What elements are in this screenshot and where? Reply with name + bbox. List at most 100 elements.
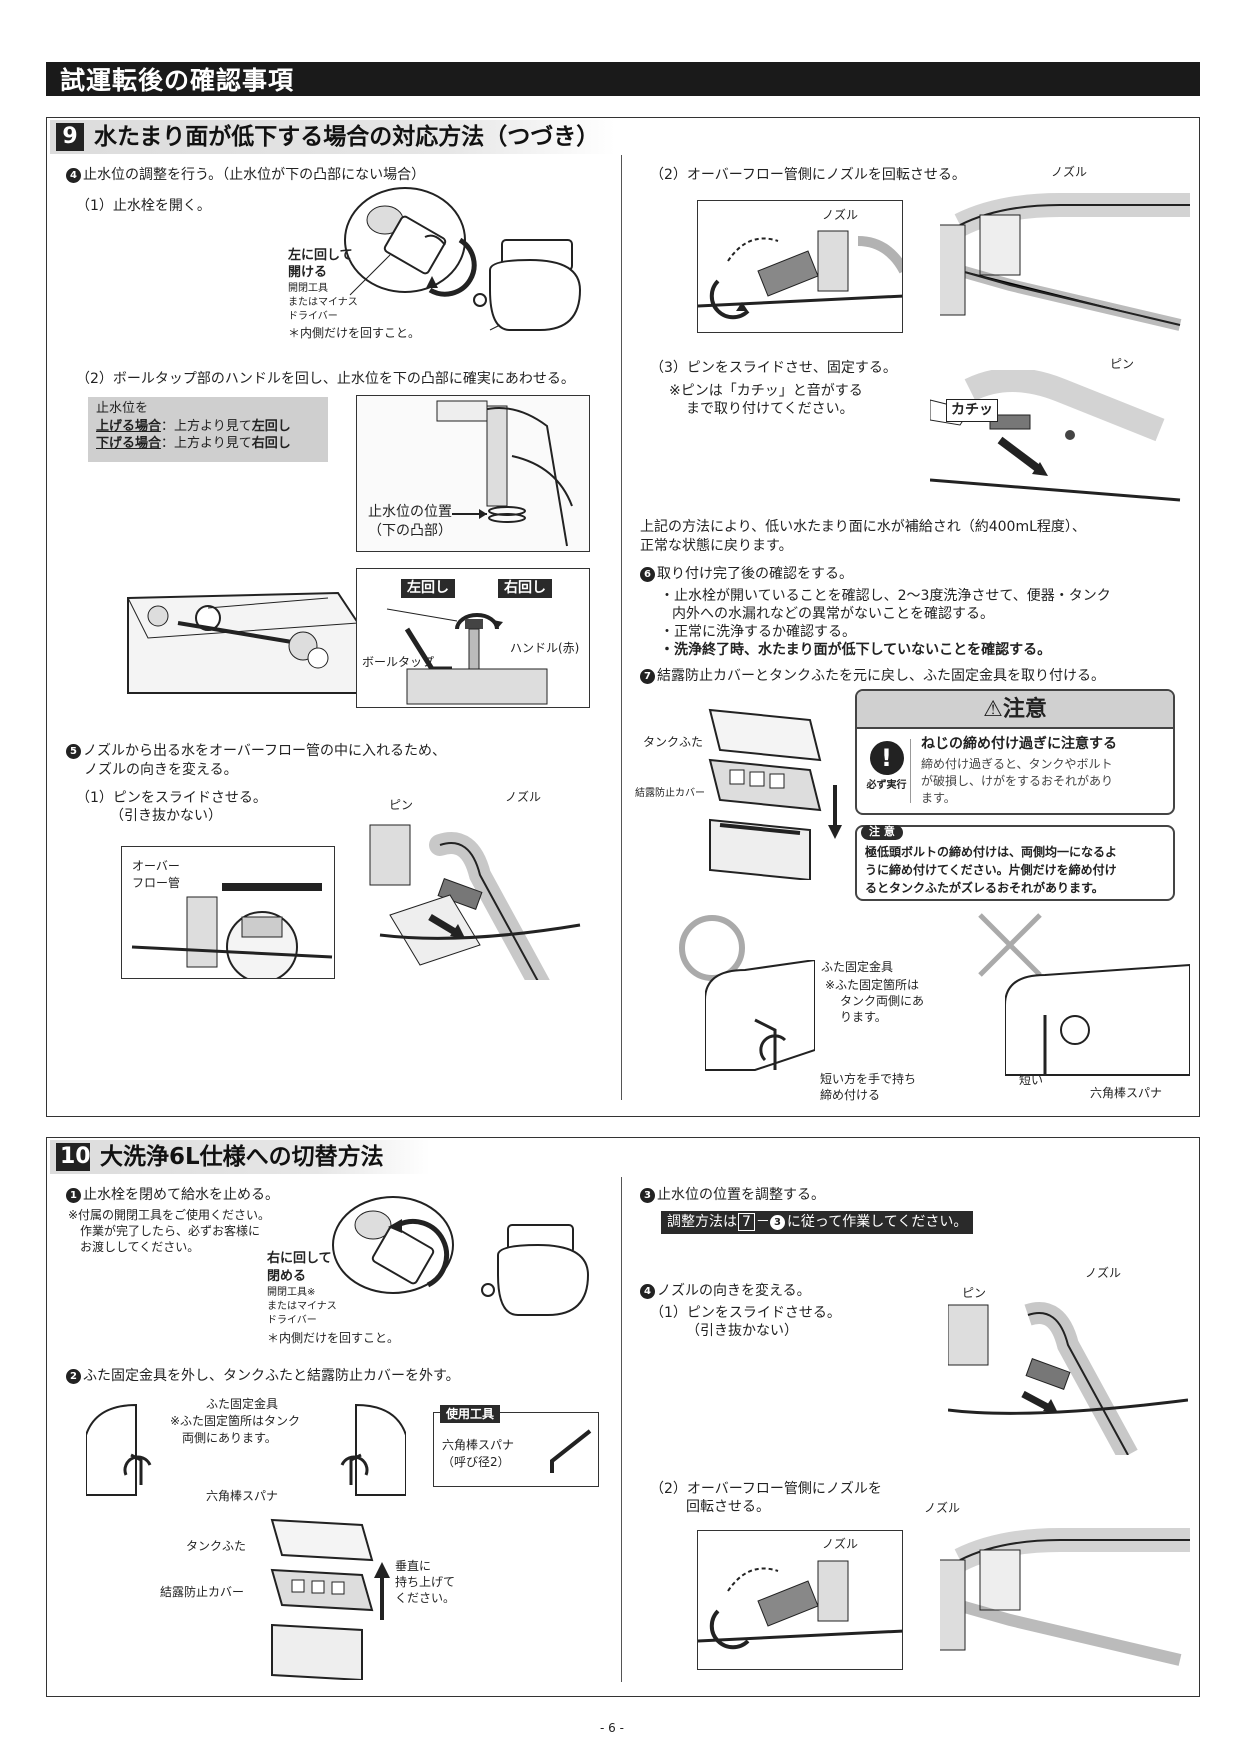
s10-rot-illustration bbox=[940, 1528, 1190, 1666]
bracket-note1: ※ふた固定箇所は bbox=[825, 978, 920, 992]
s10-step1-note1: ※付属の開閉工具をご使用ください。 bbox=[68, 1208, 271, 1222]
s10-nozzle-label3: ノズル bbox=[822, 1537, 859, 1551]
step6-text: 取り付け完了後の確認をする。 bbox=[657, 566, 853, 582]
section-9-header: 9 水たまり面が低下する場合の対応方法（つづき） bbox=[50, 120, 615, 154]
step5-text2: ノズルの向きを変える。 bbox=[84, 762, 238, 778]
s10-hex-label: 六角棒スパナ bbox=[206, 1489, 279, 1503]
tool-label-2: またはマイナス bbox=[288, 297, 358, 308]
s10-step4-sub1: （1）ピンをスライドさせる。 bbox=[650, 1305, 841, 1321]
section-9-number: 9 bbox=[56, 123, 84, 151]
correct-bracket-illustration bbox=[705, 960, 815, 1071]
tool-label-1: 開閉工具 bbox=[288, 283, 328, 294]
s10-step1-badge: 1 bbox=[66, 1188, 81, 1203]
left-turn-badge: 左回し bbox=[401, 579, 455, 598]
s10-step3-text: 止水位の位置を調整する。 bbox=[657, 1187, 825, 1203]
note-line2: うに締め付けてください。片側だけを締め付け bbox=[865, 863, 1117, 877]
rot-nozzle-label2: ノズル bbox=[822, 208, 859, 222]
caution-head: ねじの締め付け過ぎに注意する bbox=[921, 736, 1117, 752]
hex-wrench-icon bbox=[550, 1429, 592, 1473]
page-header: 試運転後の確認事項 bbox=[46, 62, 1200, 96]
raise-label: 上げる場合 bbox=[96, 418, 162, 434]
step4-num-badge: 4 bbox=[66, 168, 81, 183]
raise-dir: 左回し bbox=[251, 418, 291, 434]
s10-bracket-label: ふた固定金具 bbox=[206, 1397, 279, 1411]
page-number: - 6 - bbox=[600, 1721, 624, 1735]
water-level-box: 止水位を 上げる場合：上方より見て左回し 下げる場合：上方より見て右回し bbox=[88, 397, 328, 462]
step6-bullet1a: ・止水栓が開いていることを確認し、2〜3度洗浄させて、便器・タンク bbox=[660, 588, 1111, 604]
rot-nozzle-label: ノズル bbox=[1051, 165, 1088, 179]
water-pos-label1: 止水位の位置 bbox=[368, 504, 452, 520]
adjust-pre: 調整方法は bbox=[667, 1214, 737, 1230]
s10-cover-label: 結露防止カバー bbox=[160, 1585, 245, 1599]
page-header-title: 試運転後の確認事項 bbox=[60, 66, 295, 95]
overflow-label1: オーバー bbox=[132, 859, 180, 873]
water-level-figure bbox=[356, 395, 590, 552]
bracket-note2: タンク両側にあ bbox=[840, 994, 925, 1008]
exclamation-icon: ! bbox=[869, 741, 904, 775]
s10-step1-text: 止水栓を閉めて給水を止める。 bbox=[83, 1187, 279, 1203]
tool-box-name1: 六角棒スパナ bbox=[442, 1438, 515, 1452]
lower-dir: 右回し bbox=[251, 436, 291, 452]
note-line1: 極低頭ボルトの締め付けは、両側均一になるよ bbox=[865, 845, 1118, 859]
lower-sep: ：上方より見て bbox=[161, 436, 252, 452]
tool-box: 使用工具 六角棒スパナ （呼び径2） bbox=[433, 1405, 599, 1487]
step4-sub2: （2）ボールタップ部のハンドルを回し、止水位を下の凸部に確実にあわせる。 bbox=[76, 371, 575, 387]
note-line3: るとタンクふたがズレるおそれがあります。 bbox=[865, 881, 1104, 895]
tank-lid-label: タンクふた bbox=[643, 735, 704, 749]
adjust-ref1: 7 bbox=[738, 1213, 755, 1231]
lift-line3: ください。 bbox=[395, 1591, 456, 1605]
bracket-note3: ります。 bbox=[840, 1010, 887, 1024]
step6-bullet2: ・正常に洗浄するか確認する。 bbox=[660, 624, 856, 640]
tool-box-name2: （呼び径2） bbox=[442, 1455, 510, 1469]
ball-tap-figure bbox=[356, 568, 590, 708]
s10-tool3: ドライバー bbox=[267, 1315, 317, 1326]
rot-illustration bbox=[940, 193, 1190, 331]
raise-sep: ：上方より見て bbox=[161, 418, 252, 434]
turn-right-label2: 閉める bbox=[267, 1269, 307, 1284]
ball-tap-label: ボールタップ bbox=[362, 655, 435, 669]
section-9-panel bbox=[46, 117, 1200, 1117]
s10-step1-note2: 作業が完了したら、必ずお客様に bbox=[80, 1224, 261, 1238]
summary-2: 正常な状態に戻ります。 bbox=[640, 538, 793, 554]
must-do-label: 必ず実行 bbox=[866, 780, 907, 791]
section-10-header: 10 大洗浄6L仕様への切替方法 bbox=[50, 1140, 430, 1174]
step7-text: 結露防止カバーとタンクふたを元に戻し、ふた固定金具を取り付ける。 bbox=[657, 668, 1105, 684]
caution-body3: ます。 bbox=[921, 791, 956, 805]
s10-pin-slide-illustration bbox=[948, 1302, 1188, 1455]
pin-fix-note2: まで取り付けてください。 bbox=[686, 401, 854, 417]
step6-num-badge: 6 bbox=[640, 567, 655, 582]
bracket-label: ふた固定金具 bbox=[821, 960, 894, 974]
note-tag: 注 意 bbox=[861, 825, 903, 840]
pin-label: ピン bbox=[389, 798, 414, 812]
correct-mark-icon bbox=[679, 915, 745, 981]
inner-only-note: ＊内側だけを回すこと。 bbox=[288, 326, 421, 340]
section-10-divider bbox=[621, 1177, 622, 1682]
s10-tool2: またはマイナス bbox=[267, 1301, 337, 1312]
section-10-panel bbox=[46, 1137, 1200, 1697]
faucet-close-illustration bbox=[332, 1196, 590, 1316]
short-hand1: 短い方を手で持ち bbox=[820, 1072, 917, 1086]
wrong-mark-icon bbox=[978, 913, 1042, 977]
overflow-label2: フロー管 bbox=[132, 876, 181, 890]
rot-figure-inset bbox=[697, 200, 903, 333]
adjust-dash: － bbox=[755, 1214, 770, 1230]
s10-step2-badge: 2 bbox=[66, 1369, 81, 1384]
step5-sub1: （1）ピンをスライドさせる。 bbox=[76, 790, 267, 806]
right-turn-badge: 右回し bbox=[498, 579, 552, 598]
cover-label: 結露防止カバー bbox=[635, 788, 705, 799]
handle-label: ハンドル(赤) bbox=[510, 641, 580, 655]
rot-sub2: （2）オーバーフロー管側にノズルを回転させる。 bbox=[650, 167, 966, 183]
step4-text: 止水位の調整を行う。（止水位が下の凸部にない場合） bbox=[83, 167, 426, 183]
s10-tank-lid-label: タンクふた bbox=[186, 1539, 247, 1553]
step5-text1: ノズルから出る水をオーバーフロー管の中に入れるため、 bbox=[83, 743, 447, 759]
remove-bracket-illustration bbox=[86, 1403, 406, 1496]
s10-step3-badge: 3 bbox=[640, 1188, 655, 1203]
lift-line1: 垂直に bbox=[395, 1559, 432, 1573]
wrong-bracket-illustration bbox=[1005, 963, 1190, 1076]
pin-fix-sub3: （3）ピンをスライドさせ、固定する。 bbox=[650, 360, 897, 376]
